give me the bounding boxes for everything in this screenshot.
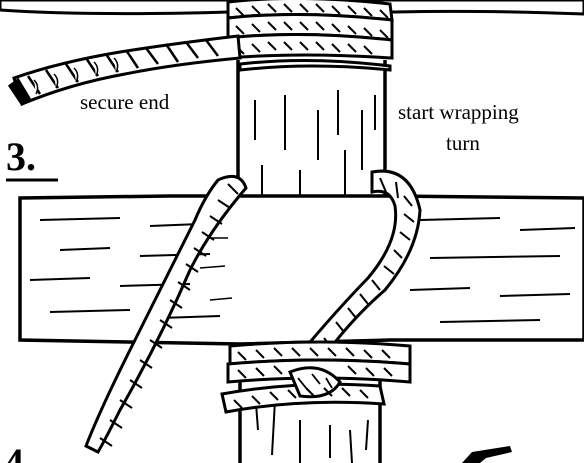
label-secure-end: secure end	[80, 90, 170, 114]
lower-rope-wrap	[222, 342, 410, 412]
top-rope-wrap	[228, 0, 392, 70]
step-4-number: 4.	[4, 440, 34, 463]
label-turn: turn	[446, 131, 480, 155]
middle-board	[20, 196, 584, 344]
bottom-right-shape	[462, 446, 512, 463]
upper-pole	[238, 60, 385, 210]
label-start-wrapping: start wrapping	[398, 100, 519, 124]
step-3-number: 3.	[6, 134, 36, 179]
